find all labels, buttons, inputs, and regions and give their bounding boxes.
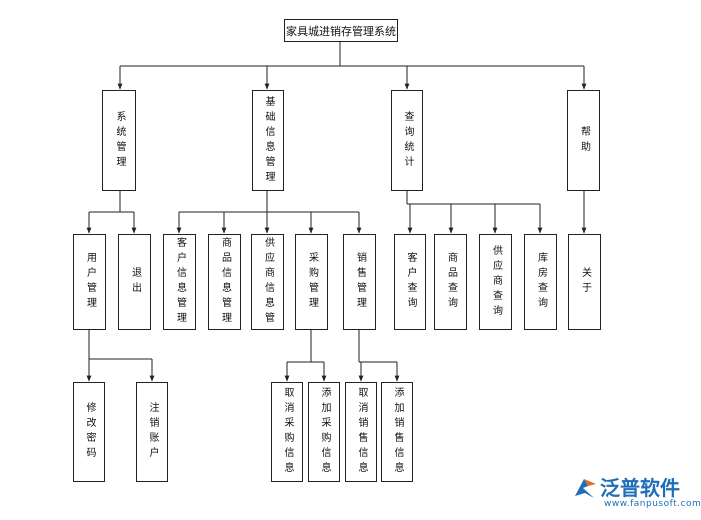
node-add-purchase-info-label: 添加采购信息	[319, 387, 330, 477]
node-user-mgmt: 用户管理	[73, 234, 106, 330]
node-basic-info-mgmt: 基础信息管理	[252, 90, 284, 191]
node-help-label: 帮助	[578, 125, 590, 156]
node-logout: 退出	[118, 234, 151, 330]
node-product-query-label: 商品查询	[445, 252, 457, 312]
node-customer-query: 客户查询	[394, 234, 426, 330]
node-system-mgmt: 系统管理	[102, 90, 136, 191]
node-about-label: 关于	[579, 267, 591, 297]
node-supplier-query-label: 供应商查询	[490, 244, 502, 320]
node-query-stats-label: 查询统计	[402, 110, 413, 171]
root-node: 家具城进销存管理系统	[284, 19, 398, 42]
node-supplier-query: 供应商查询	[479, 234, 512, 330]
node-supplier-info-mgmt-label: 供应商信息管	[262, 237, 274, 327]
node-customer-query-label: 客户查询	[405, 252, 416, 312]
node-user-mgmt-label: 用户管理	[84, 252, 96, 312]
watermark-logo: 泛普软件 www.fanpusoft.com	[572, 472, 701, 516]
node-inventory-query: 库房查询	[524, 234, 557, 330]
node-sales-mgmt: 销售管理	[343, 234, 376, 330]
node-cancel-sales-info: 取消销售信息	[345, 382, 377, 482]
node-supplier-info-mgmt: 供应商信息管	[251, 234, 284, 330]
node-customer-info-mgmt: 客户信息管理	[163, 234, 196, 330]
node-help: 帮助	[567, 90, 600, 191]
node-purchase-mgmt: 采购管理	[295, 234, 328, 330]
node-cancel-account: 注销账户	[136, 382, 168, 482]
node-cancel-account-label: 注销账户	[147, 402, 158, 462]
fanpu-logo-icon	[575, 479, 596, 498]
node-cancel-purchase-info-label: 取消采购信息	[282, 387, 293, 477]
node-cancel-sales-info-label: 取消销售信息	[356, 387, 367, 477]
watermark-url: www.fanpusoft.com	[604, 499, 701, 509]
node-basic-info-mgmt-label: 基础信息管理	[263, 95, 274, 186]
watermark-brand: 泛普软件	[600, 476, 680, 500]
node-product-info-mgmt-label: 商品信息管理	[219, 237, 231, 327]
node-cancel-purchase-info: 取消采购信息	[271, 382, 303, 482]
node-purchase-mgmt-label: 采购管理	[306, 252, 318, 312]
root-node-label: 家具城进销存管理系统	[286, 24, 396, 38]
node-inventory-query-label: 库房查询	[535, 252, 547, 312]
node-customer-info-mgmt-label: 客户信息管理	[174, 237, 186, 327]
node-change-password: 修改密码	[73, 382, 105, 482]
node-about: 关于	[568, 234, 601, 330]
node-logout-label: 退出	[129, 267, 141, 297]
node-query-stats: 查询统计	[391, 90, 423, 191]
node-product-info-mgmt: 商品信息管理	[208, 234, 241, 330]
node-product-query: 商品查询	[434, 234, 467, 330]
node-add-sales-info: 添加销售信息	[381, 382, 413, 482]
node-system-mgmt-label: 系统管理	[114, 110, 125, 171]
node-sales-mgmt-label: 销售管理	[354, 252, 366, 312]
node-change-password-label: 修改密码	[84, 402, 95, 462]
node-add-sales-info-label: 添加销售信息	[392, 387, 403, 477]
node-add-purchase-info: 添加采购信息	[308, 382, 340, 482]
